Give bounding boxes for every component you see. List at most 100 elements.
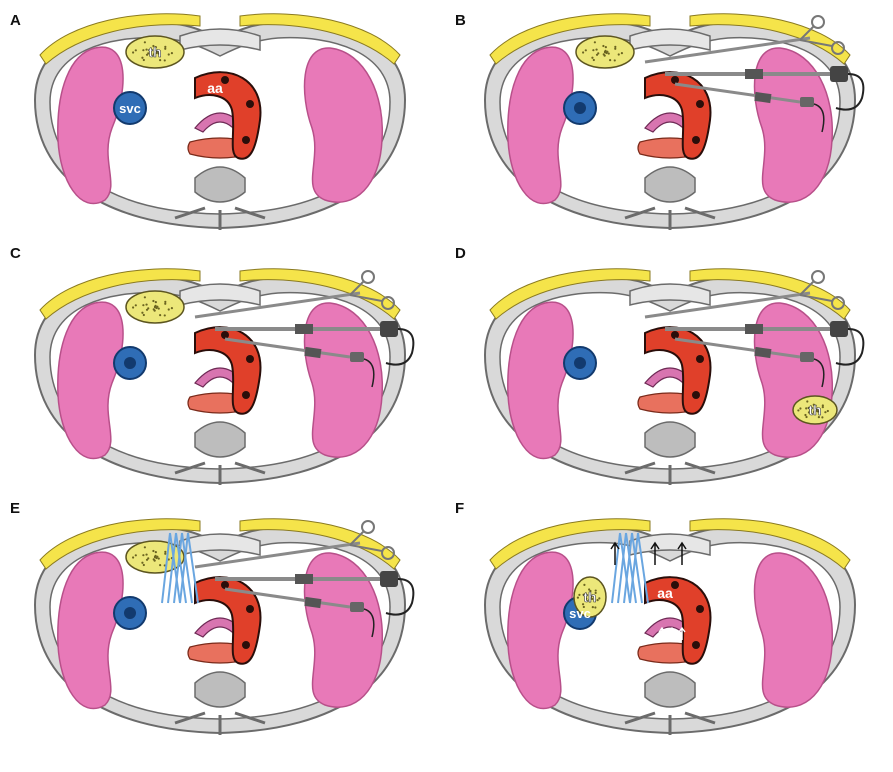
thymus-speckle [598,597,601,600]
left-lung [507,301,574,460]
thymus-speckle [142,49,145,52]
grasper-handle [349,530,383,552]
camera-head [830,321,848,337]
thymus-speckle [614,47,617,50]
left-lung [57,46,124,205]
fat-layer-right [239,518,401,570]
aa-label: aa [207,80,223,96]
dissector-port [304,346,322,359]
thymus-speckle [591,606,594,609]
thymus-speckle [142,563,145,567]
aortic-branch-ostium [692,136,700,144]
thymus-speckle [141,561,144,564]
grasper-ring [381,546,395,560]
svc-label: svc [569,606,591,621]
arrow-small [668,626,676,640]
fat-layer-left [39,518,201,570]
vertebral-processes [174,206,266,230]
thymus-speckle [592,49,595,52]
scope-port [295,574,313,584]
thymus-speckle [826,409,829,413]
panel-letter-c: C [10,245,21,262]
dissector-handle [800,352,814,362]
panel-letter-b: B [455,12,466,29]
thymus [573,576,607,618]
thymus-speckle [131,306,135,309]
thymus-speckle [131,51,135,54]
thymus-speckle [581,51,585,54]
aortic-branch-ostium [696,100,704,108]
thymus-speckle [581,603,585,606]
chest-cross-section [33,268,415,485]
superior-vena-cava [113,91,147,125]
thymus-speckle [589,589,592,593]
thymus-speckle [594,606,597,609]
thymus-speckle [593,41,596,44]
aortic-branch-ostium [246,605,254,613]
thymus-speckle [591,56,594,59]
aortic-branch-ostium [221,76,229,84]
thymus-speckle [154,304,157,307]
camera-cable [385,578,415,616]
thymus-speckle [164,302,167,305]
bar [161,532,181,604]
fat-layer-right [239,13,401,65]
thymus-speckle [620,52,624,55]
thymus-speckle [617,53,620,56]
thymus-speckle [159,314,162,317]
thymus-speckle [143,296,146,299]
thymus-speckle [595,53,599,56]
aortic-branch-ostium [696,605,704,613]
thymus-label: th [808,402,821,418]
thymus-speckle [143,41,146,44]
grasper-shaft [194,291,361,319]
thymus-speckle [576,596,580,599]
thymus-speckle [814,407,817,411]
thymus-speckle [145,303,148,306]
vertebral-processes [624,461,716,485]
thymus-speckle [585,597,588,600]
aortic-branch-ostium [692,641,700,649]
grasper-shaft [194,541,361,569]
thymus-speckle [797,409,800,412]
thymus-speckle [167,53,170,56]
thymus-speckle [613,59,616,62]
grasper-handle [799,280,833,302]
sternum [179,283,261,306]
thymus-speckle [164,300,167,303]
camera-cable [835,328,865,366]
sternum [179,28,261,51]
thymus-speckle [594,591,597,595]
thymus-speckle [805,415,808,419]
thymus-speckle [590,597,594,601]
thymus-speckle [814,404,817,407]
thymus-speckle [812,403,815,406]
thoracoscopic-instruments [644,15,865,133]
thymus-speckle [584,49,587,52]
thymus-speckle [134,49,137,52]
dissector-shaft [224,337,351,359]
grasper-ring [831,41,845,55]
svc-lumen [574,357,586,369]
dissector-cable [813,358,825,388]
panel-letter-d: D [455,245,466,262]
vertebral-processes [624,206,716,230]
thymus-speckle [145,553,148,556]
thymus [125,290,185,324]
arrow-small [658,626,666,640]
vertebral-body [194,421,246,458]
thymus-speckle [152,44,155,48]
dissector-cable [363,358,375,388]
fat-layer-left [489,268,651,320]
thymus-speckle [145,558,149,561]
nuss-bars [611,532,649,604]
thymus-speckle [589,594,592,597]
chest-cross-section [33,518,415,735]
thymus-speckle [588,600,591,603]
scope-port [745,69,763,79]
vertebral-processes [174,461,266,485]
thymus-speckle [816,410,819,413]
dissector-shaft [224,587,351,609]
thymus-speckle [799,407,802,410]
thymus [125,540,185,574]
